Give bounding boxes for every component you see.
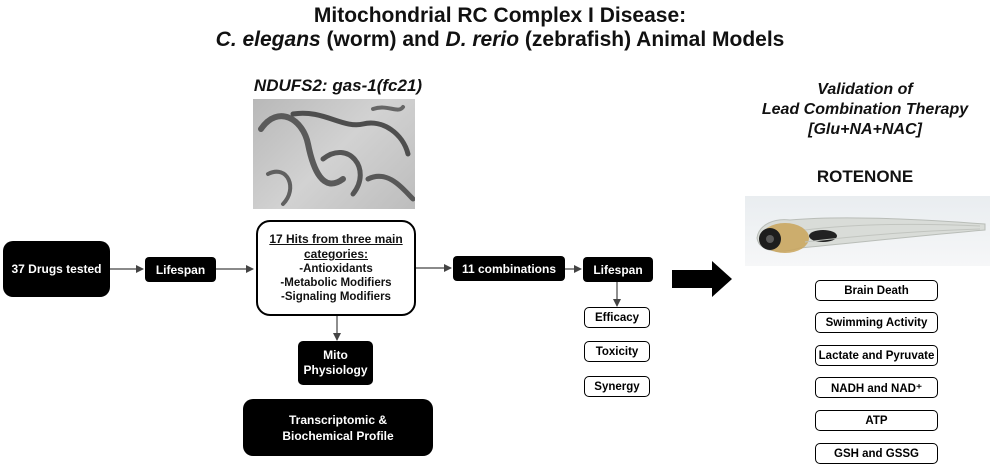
species-d-rerio: D. rerio bbox=[445, 28, 520, 51]
worm-model-label: NDUFS2: gas-1(fc21) bbox=[253, 76, 423, 95]
rotenone-label: ROTENONE bbox=[816, 167, 914, 186]
profile-box: Transcriptomic & Biochemical Profile bbox=[243, 399, 433, 456]
diagram-title: Mitochondrial RC Complex I Disease: bbox=[0, 4, 1000, 28]
assay-lactate-pyruvate: Lactate and Pyruvate bbox=[815, 345, 938, 366]
hits-category-antioxidants: -Antioxidants bbox=[299, 263, 373, 275]
title-line-1: Mitochondrial RC Complex I Disease: bbox=[313, 4, 687, 27]
toxicity-box: Toxicity bbox=[584, 341, 650, 362]
validation-line-3: [Glu+NA+NAC] bbox=[808, 121, 922, 138]
zebrafish-image bbox=[756, 217, 986, 253]
combinations-box: 11 combinations bbox=[453, 256, 565, 281]
hits-category-metabolic: -Metabolic Modifiers bbox=[280, 277, 392, 289]
hits-box: 17 Hits from three main categories: -Ant… bbox=[256, 220, 416, 316]
hits-heading: 17 Hits from three main bbox=[269, 232, 403, 246]
worm-image bbox=[258, 105, 415, 206]
big-right-arrow bbox=[672, 261, 732, 297]
mito-physiology-box: Mito Physiology bbox=[298, 341, 373, 385]
lifespan-box-1: Lifespan bbox=[145, 257, 216, 282]
title-text: (worm) and bbox=[320, 28, 446, 51]
synergy-box: Synergy bbox=[584, 376, 650, 397]
assay-gsh-gssg: GSH and GSSG bbox=[815, 443, 938, 464]
assay-brain-death: Brain Death bbox=[815, 280, 938, 301]
worm-photo bbox=[253, 99, 415, 209]
validation-line-1: Validation of bbox=[817, 81, 913, 98]
zebrafish-photo bbox=[745, 196, 990, 266]
efficacy-box: Efficacy bbox=[584, 307, 650, 328]
assay-swimming-activity: Swimming Activity bbox=[815, 312, 938, 333]
species-c-elegans: C. elegans bbox=[215, 28, 321, 51]
assay-atp: ATP bbox=[815, 410, 938, 431]
diagram-title-line-2: C. elegans (worm) and D. rerio (zebrafis… bbox=[0, 28, 1000, 52]
hits-heading-2: categories: bbox=[303, 247, 369, 261]
drugs-tested-box: 37 Drugs tested bbox=[3, 241, 110, 297]
hits-category-signaling: -Signaling Modifiers bbox=[281, 291, 391, 303]
validation-line-2: Lead Combination Therapy bbox=[761, 101, 969, 118]
assay-nadh-nad: NADH and NAD⁺ bbox=[815, 377, 938, 398]
validation-heading: Validation of Lead Combination Therapy [… bbox=[745, 80, 985, 140]
lifespan-box-2: Lifespan bbox=[583, 257, 653, 282]
title-text: (zebrafish) Animal Models bbox=[519, 28, 785, 51]
